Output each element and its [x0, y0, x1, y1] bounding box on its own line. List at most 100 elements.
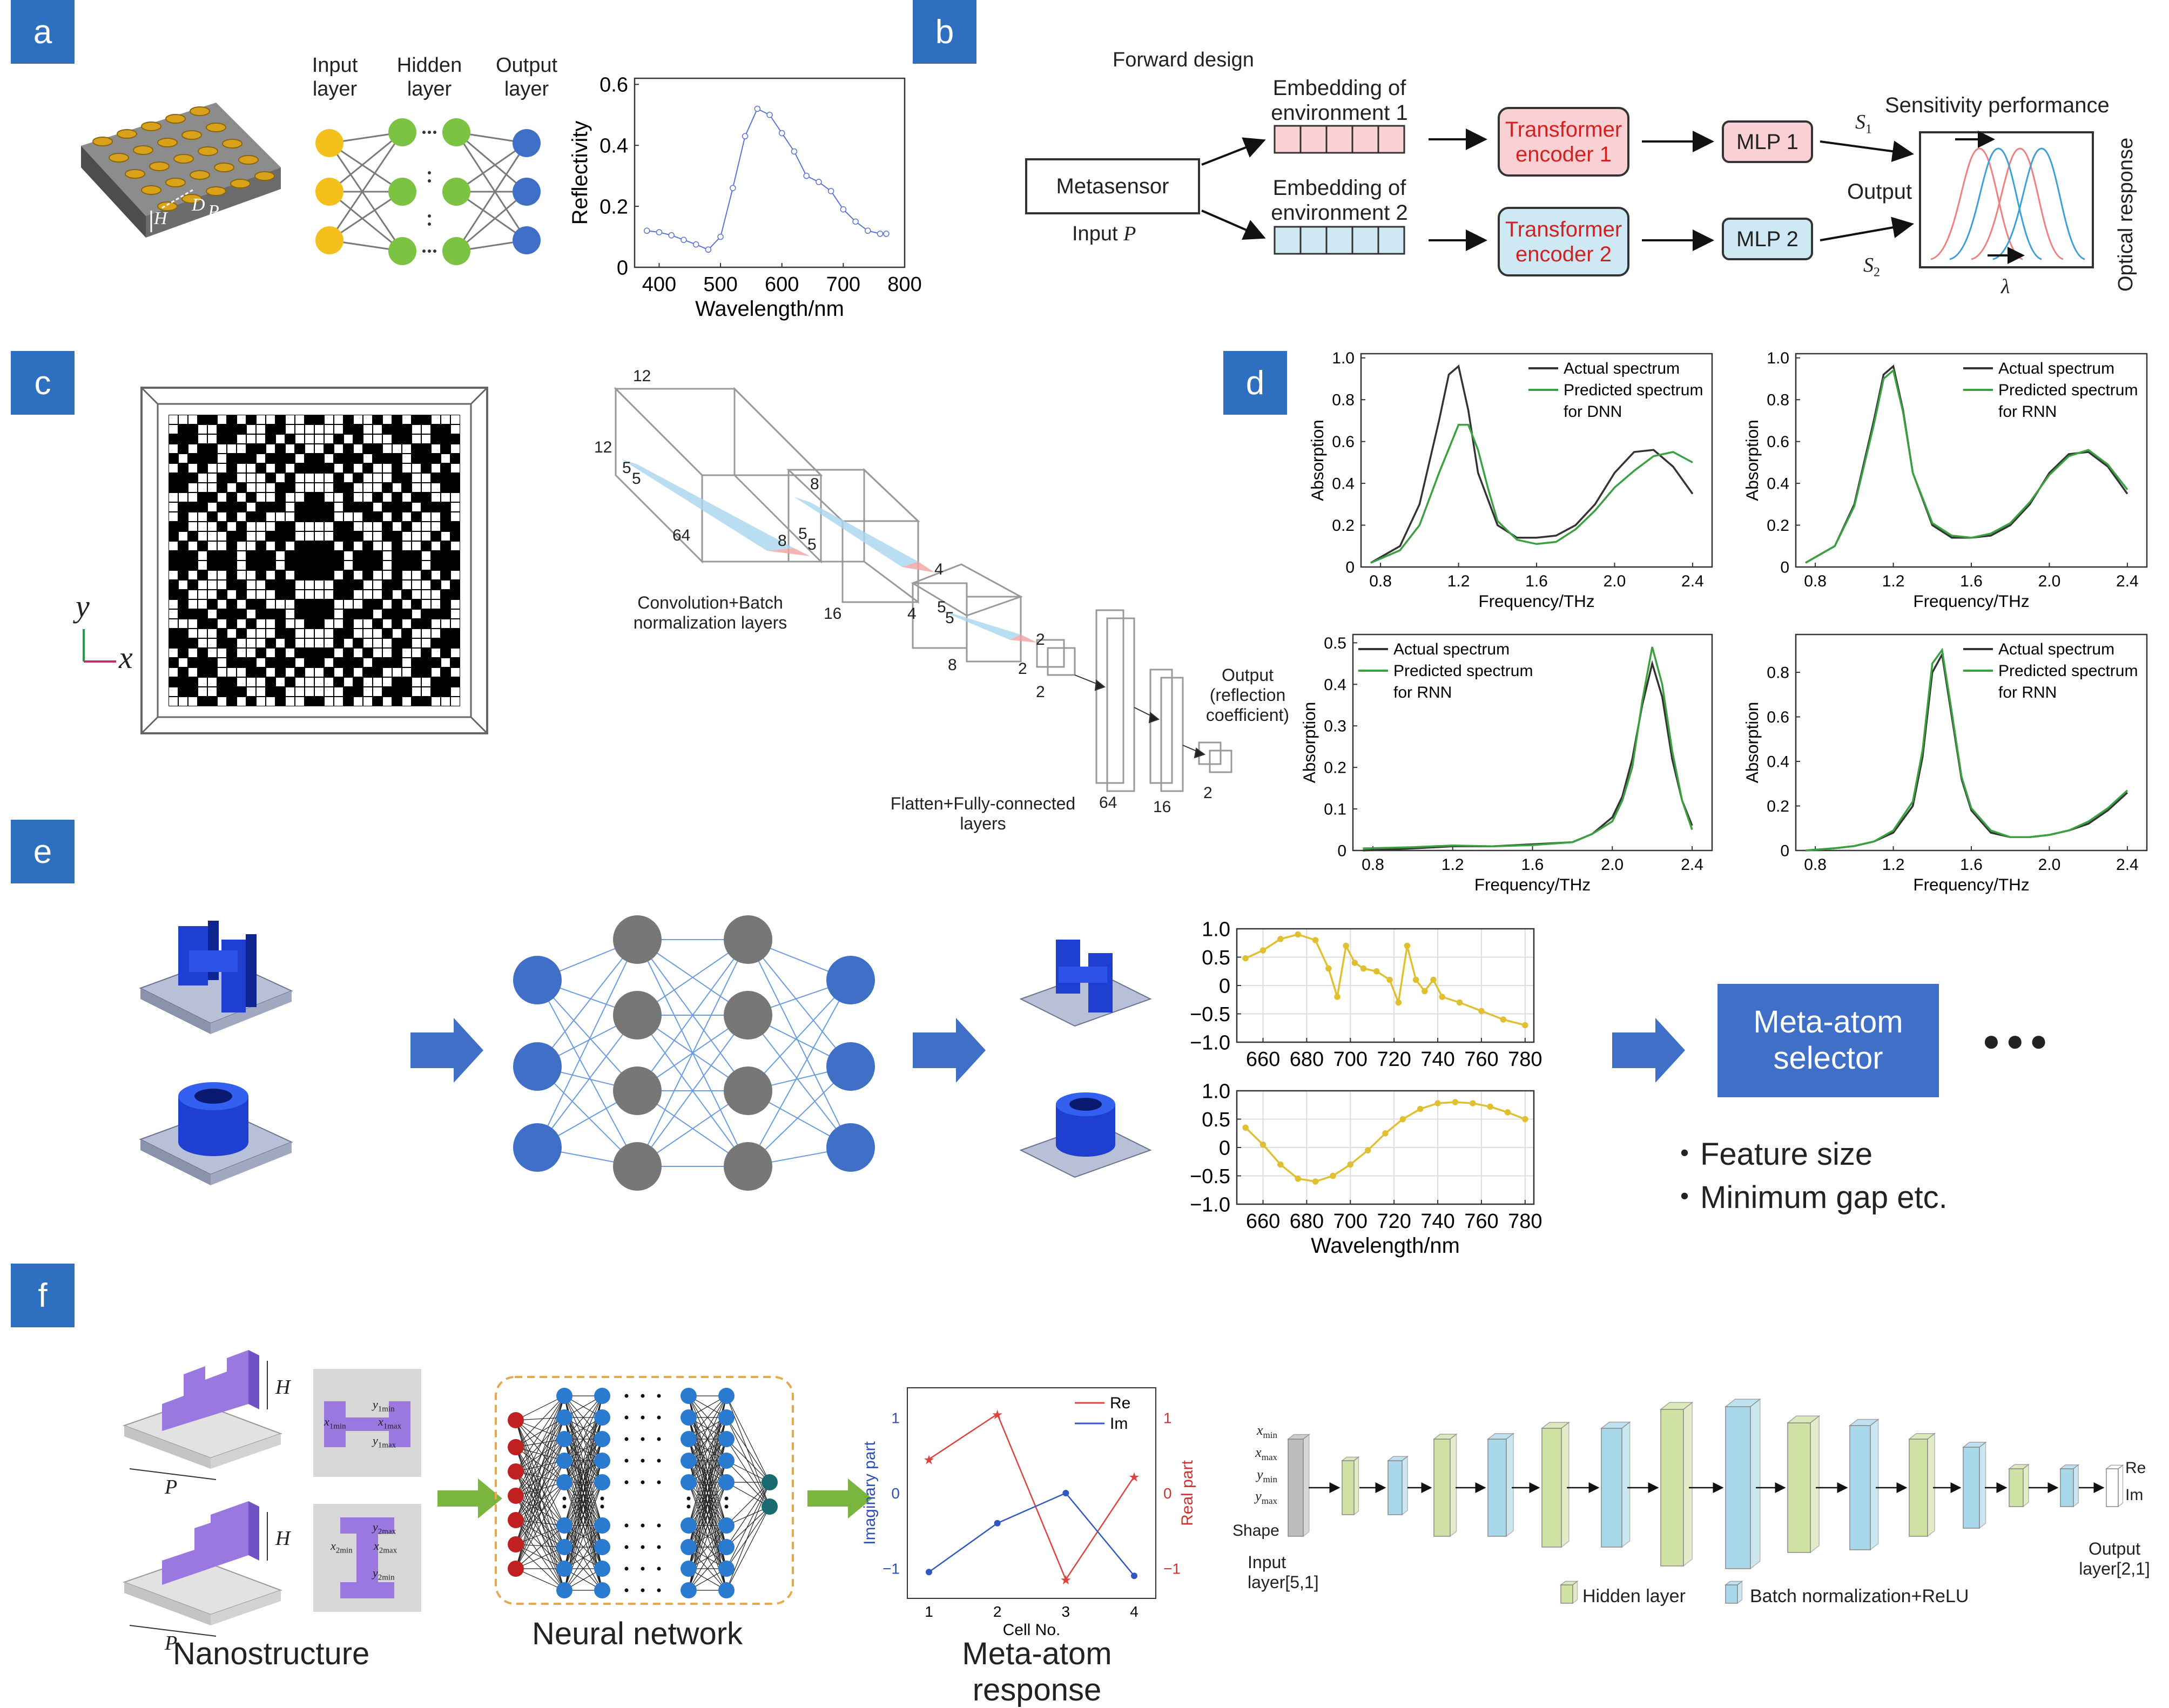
pixel	[266, 600, 275, 609]
pixel	[432, 590, 440, 599]
pixel	[363, 474, 372, 482]
y-tick-label-left: −1	[883, 1560, 900, 1577]
y-tick-label: 0.5	[1202, 947, 1230, 969]
pixel	[305, 425, 314, 434]
pixel	[237, 619, 246, 628]
pixel	[257, 658, 265, 667]
pixel	[383, 697, 392, 706]
pixel	[295, 454, 304, 463]
pixel	[198, 629, 207, 638]
data-point	[1439, 994, 1445, 1000]
pixel	[305, 483, 314, 492]
neuron	[724, 1142, 772, 1191]
layer-side	[1303, 1433, 1310, 1537]
x-tick-label: 740	[1420, 1210, 1454, 1233]
pixel	[325, 493, 333, 502]
layer-side	[1737, 1580, 1743, 1604]
pixel	[432, 649, 440, 657]
ellipsis-dot	[624, 1415, 629, 1420]
pixel	[257, 639, 265, 647]
data-point	[1277, 1161, 1284, 1168]
connection	[515, 1460, 565, 1545]
pixel	[432, 512, 440, 521]
pixel	[451, 619, 460, 628]
connection	[515, 1420, 565, 1591]
pixel	[266, 444, 275, 453]
pixel	[247, 425, 255, 434]
pixel	[286, 610, 294, 618]
pixel	[247, 639, 255, 647]
nanostructure-label: Nanostructure	[173, 1636, 370, 1671]
y-axis-label-left: Imaginary part	[861, 1441, 879, 1544]
connection	[515, 1395, 565, 1448]
neuron	[718, 1388, 735, 1404]
dim-5f: 5	[945, 609, 954, 627]
pillar-array-illustration	[81, 103, 281, 238]
data-point	[742, 133, 749, 140]
forward-design-label: Forward design	[1113, 49, 1254, 71]
pixel	[276, 639, 285, 647]
y-tick-label: 0.6	[1767, 708, 1789, 726]
connection	[688, 1547, 727, 1591]
layer-block	[2106, 1468, 2119, 1507]
pixel	[315, 474, 324, 482]
neuron	[681, 1517, 697, 1534]
ellipsis-dot	[657, 1523, 661, 1528]
dim-4b: 4	[907, 605, 917, 623]
y-tick-label: 0	[1219, 975, 1230, 997]
data-point	[643, 227, 650, 234]
pixel	[432, 697, 440, 706]
connection	[726, 1439, 770, 1483]
connection	[515, 1439, 565, 1545]
layer-block	[1963, 1447, 1980, 1529]
layer-block	[1725, 1584, 1738, 1604]
data-point	[1422, 988, 1428, 995]
layer-stack-diagram	[1286, 1398, 2124, 1604]
data-point	[1500, 1016, 1507, 1023]
connection	[515, 1395, 565, 1472]
pixel	[422, 561, 430, 570]
x-tick-label: 700	[826, 273, 860, 296]
y-tick-label: 0.8	[1767, 391, 1789, 409]
output-layer-size: Output layer[2,1]	[2079, 1539, 2150, 1578]
pixel	[441, 415, 450, 424]
layer-block	[1560, 1584, 1573, 1604]
neuron	[594, 1582, 610, 1598]
neuron	[718, 1474, 735, 1490]
dim-h: H	[154, 208, 167, 228]
connection	[564, 1395, 603, 1569]
pixel	[344, 512, 353, 521]
pixel	[295, 532, 304, 541]
pixel	[266, 522, 275, 531]
pixel	[373, 542, 382, 550]
neuron	[556, 1409, 572, 1426]
data-point	[705, 246, 712, 253]
dim-5c: 5	[798, 525, 807, 543]
pixel	[354, 444, 362, 453]
connection	[515, 1495, 565, 1548]
pixel	[188, 571, 197, 579]
pixel	[393, 629, 401, 638]
y-tick-label: −1.0	[1190, 1193, 1230, 1216]
data-point	[1334, 994, 1341, 1000]
connection	[515, 1482, 565, 1496]
pixel	[295, 474, 304, 482]
y1min-label: y1min	[373, 1398, 395, 1414]
data-point	[656, 229, 663, 235]
y-tick-label: 0.2	[1324, 759, 1346, 777]
data-point	[1312, 1178, 1319, 1185]
pixel	[451, 503, 460, 511]
pixel	[373, 580, 382, 589]
pixel	[334, 571, 343, 579]
pixel	[354, 415, 362, 424]
pixel	[344, 600, 353, 609]
connection	[515, 1520, 565, 1526]
connection	[515, 1471, 565, 1548]
neuron	[556, 1517, 572, 1534]
x-tick-label: 2.4	[1681, 856, 1703, 874]
y-tick-label: 0.8	[1332, 391, 1355, 409]
connection	[726, 1506, 770, 1591]
input-shape: Shape	[1232, 1522, 1279, 1540]
pixel	[257, 580, 265, 589]
pixel	[237, 678, 246, 686]
